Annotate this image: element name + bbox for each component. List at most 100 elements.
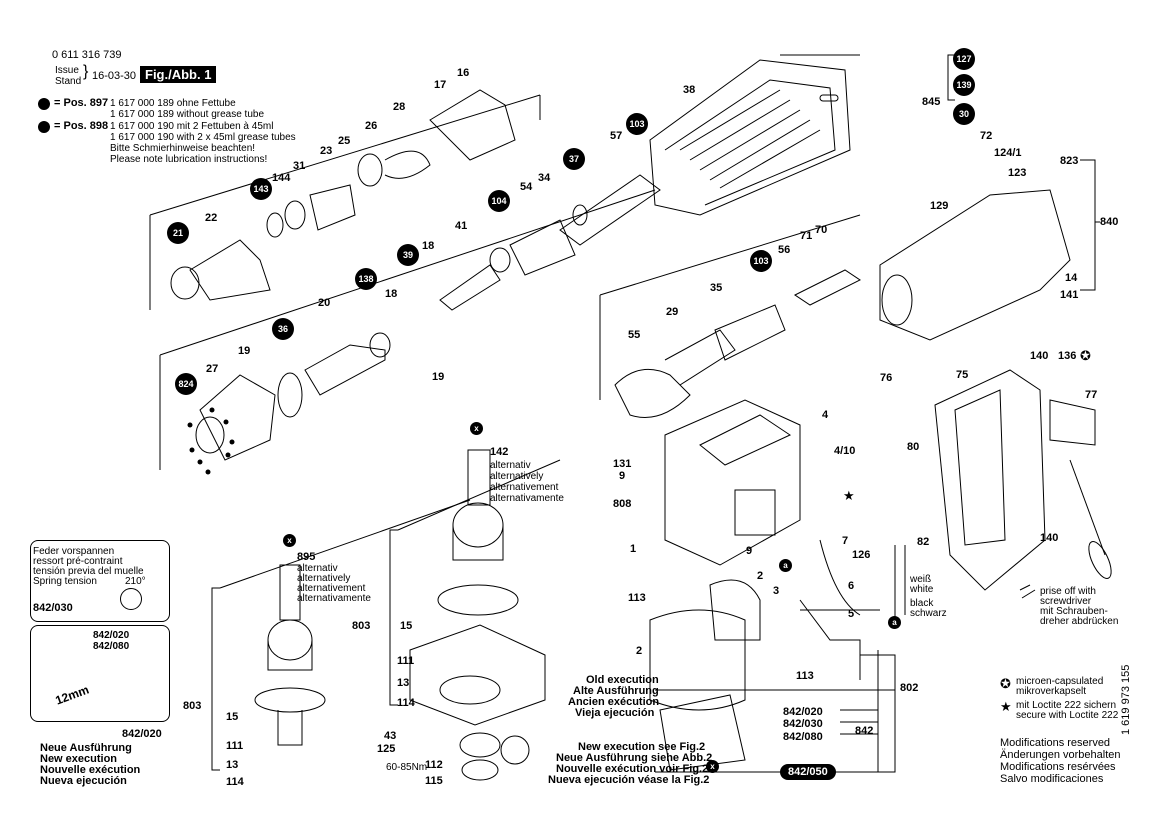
prise-line2: screwdriver — [1040, 596, 1092, 607]
part-1: 1 — [630, 543, 637, 555]
old-execution-de: Alte Ausführung — [573, 685, 659, 697]
part-18-b: 18 — [385, 288, 398, 300]
spring-angle: 210° — [125, 576, 146, 587]
part-43: 43 — [384, 730, 397, 742]
loctite-star-icon: ★ — [843, 488, 855, 503]
part-20: 20 — [318, 297, 331, 309]
part-77: 77 — [1085, 389, 1098, 401]
part-126: 126 — [852, 549, 871, 561]
legend-microencapsulated-icon: ✪ — [1000, 676, 1011, 691]
alt-2-es: alternativamente — [490, 493, 564, 504]
prise-line4: dreher abdrücken — [1040, 616, 1119, 627]
part-25: 25 — [338, 135, 351, 147]
brace: } — [83, 63, 89, 80]
part-22: 22 — [205, 212, 218, 224]
part-72: 72 — [980, 130, 993, 142]
spring-fr: ressort pré-contraint — [33, 556, 123, 567]
part-842-050-box: 842/050 — [780, 764, 836, 780]
wire-white-de: weiß — [910, 574, 932, 585]
legend-loctite-line2: secure with Loctite 222 — [1016, 710, 1119, 721]
part-17: 17 — [434, 79, 447, 91]
part-141: 141 — [1060, 289, 1079, 301]
stand-label: Stand — [55, 76, 82, 87]
part-840: 840 — [1100, 216, 1119, 228]
part-3: 3 — [773, 585, 780, 597]
alt-2-en: alternatively — [490, 471, 544, 482]
alt-1-de: alternativ — [297, 563, 338, 574]
alt-1-en: alternatively — [297, 573, 351, 584]
fig2-note-de: Neue Ausführung siehe Abb.2 — [556, 752, 713, 764]
wire-black-en: black — [910, 598, 934, 609]
prise-line1: prise off with — [1040, 586, 1096, 597]
circled-part-103-mid: 103 — [750, 250, 772, 272]
part-111-b: 111 — [397, 655, 415, 667]
part-29: 29 — [666, 306, 679, 318]
mods-es: Salvo modificaciones — [1000, 773, 1104, 785]
lubrication-note-en: Please note lubrication instructions! — [110, 154, 268, 165]
alt-1-fr: alternativement — [297, 583, 366, 594]
connector-a-top: a — [779, 559, 792, 572]
part-113-a: 113 — [628, 592, 646, 604]
part-842-020: 842/020 — [783, 706, 823, 718]
circled-part-103-top: 103 — [626, 113, 648, 135]
circled-part-37: 37 — [563, 148, 585, 170]
part-6: 6 — [848, 580, 855, 592]
old-execution-es: Vieja ejecución — [575, 707, 655, 719]
connector-a-bottom: a — [888, 616, 901, 629]
part-9-a: 9 — [619, 470, 626, 482]
part-823: 823 — [1060, 155, 1079, 167]
part-75: 75 — [956, 369, 969, 381]
part-57: 57 — [610, 130, 623, 142]
part-15-b: 15 — [400, 620, 413, 632]
new-exec-part: 842/020 — [122, 728, 162, 740]
wire-black-de: schwarz — [910, 608, 947, 619]
inset-part-842-080: 842/080 — [93, 641, 130, 652]
part-34: 34 — [538, 172, 551, 184]
marker-x-armature2: x — [470, 422, 483, 435]
brush-holder-inset — [30, 625, 170, 722]
old-execution-fr: Ancien exécution — [568, 696, 660, 708]
part-803-b: 803 — [352, 620, 371, 632]
part-136: 136 — [1058, 350, 1077, 362]
part-2-b: 2 — [636, 645, 643, 657]
part-803-a: 803 — [183, 700, 202, 712]
part-14: 14 — [1065, 272, 1078, 284]
part-113-b: 113 — [796, 670, 814, 682]
part-13-a: 13 — [226, 759, 239, 771]
part-19-b: 19 — [432, 371, 445, 383]
inset-part-842-020: 842/020 — [93, 630, 130, 641]
spring-part: 842/030 — [33, 602, 73, 614]
circled-part-824: 824 — [175, 373, 197, 395]
pos-898-dot — [38, 121, 50, 133]
pos-897-line1: 1 617 000 189 ohne Fettube — [110, 98, 236, 109]
legend-loctite-icon: ★ — [1000, 699, 1012, 714]
part-76: 76 — [880, 372, 893, 384]
spring-tension-inset — [30, 540, 170, 622]
mods-fr: Modifications resérvées — [1000, 761, 1116, 773]
part-54: 54 — [520, 181, 533, 193]
part-5: 5 — [848, 608, 855, 620]
fig2-note-en: New execution see Fig.2 — [578, 741, 706, 753]
circled-part-30: 30 — [953, 103, 975, 125]
part-123: 123 — [1008, 167, 1027, 179]
legend-micro-line1: microen-capsulated — [1016, 676, 1104, 687]
alt-1-es: alternativamente — [297, 593, 371, 604]
part-144: 144 — [272, 172, 291, 184]
pos-897-dot — [38, 98, 50, 110]
part-808: 808 — [613, 498, 632, 510]
marker-x-armature1: x — [283, 534, 296, 547]
part-114-a: 114 — [226, 776, 244, 788]
part-18-a: 18 — [422, 240, 435, 252]
part-4-10: 4/10 — [834, 445, 856, 457]
part-80: 80 — [907, 441, 920, 453]
prise-line3: mit Schrauben- — [1040, 606, 1108, 617]
spring-en: Spring tension — [33, 576, 97, 587]
part-802: 802 — [900, 682, 919, 694]
legend-micro-line2: mikroverkapselt — [1016, 686, 1087, 697]
part-114-b: 114 — [397, 697, 415, 709]
part-845: 845 — [922, 96, 941, 108]
circled-part-104: 104 — [488, 190, 510, 212]
part-35: 35 — [710, 282, 723, 294]
mods-de: Änderungen vorbehalten — [1000, 749, 1121, 761]
